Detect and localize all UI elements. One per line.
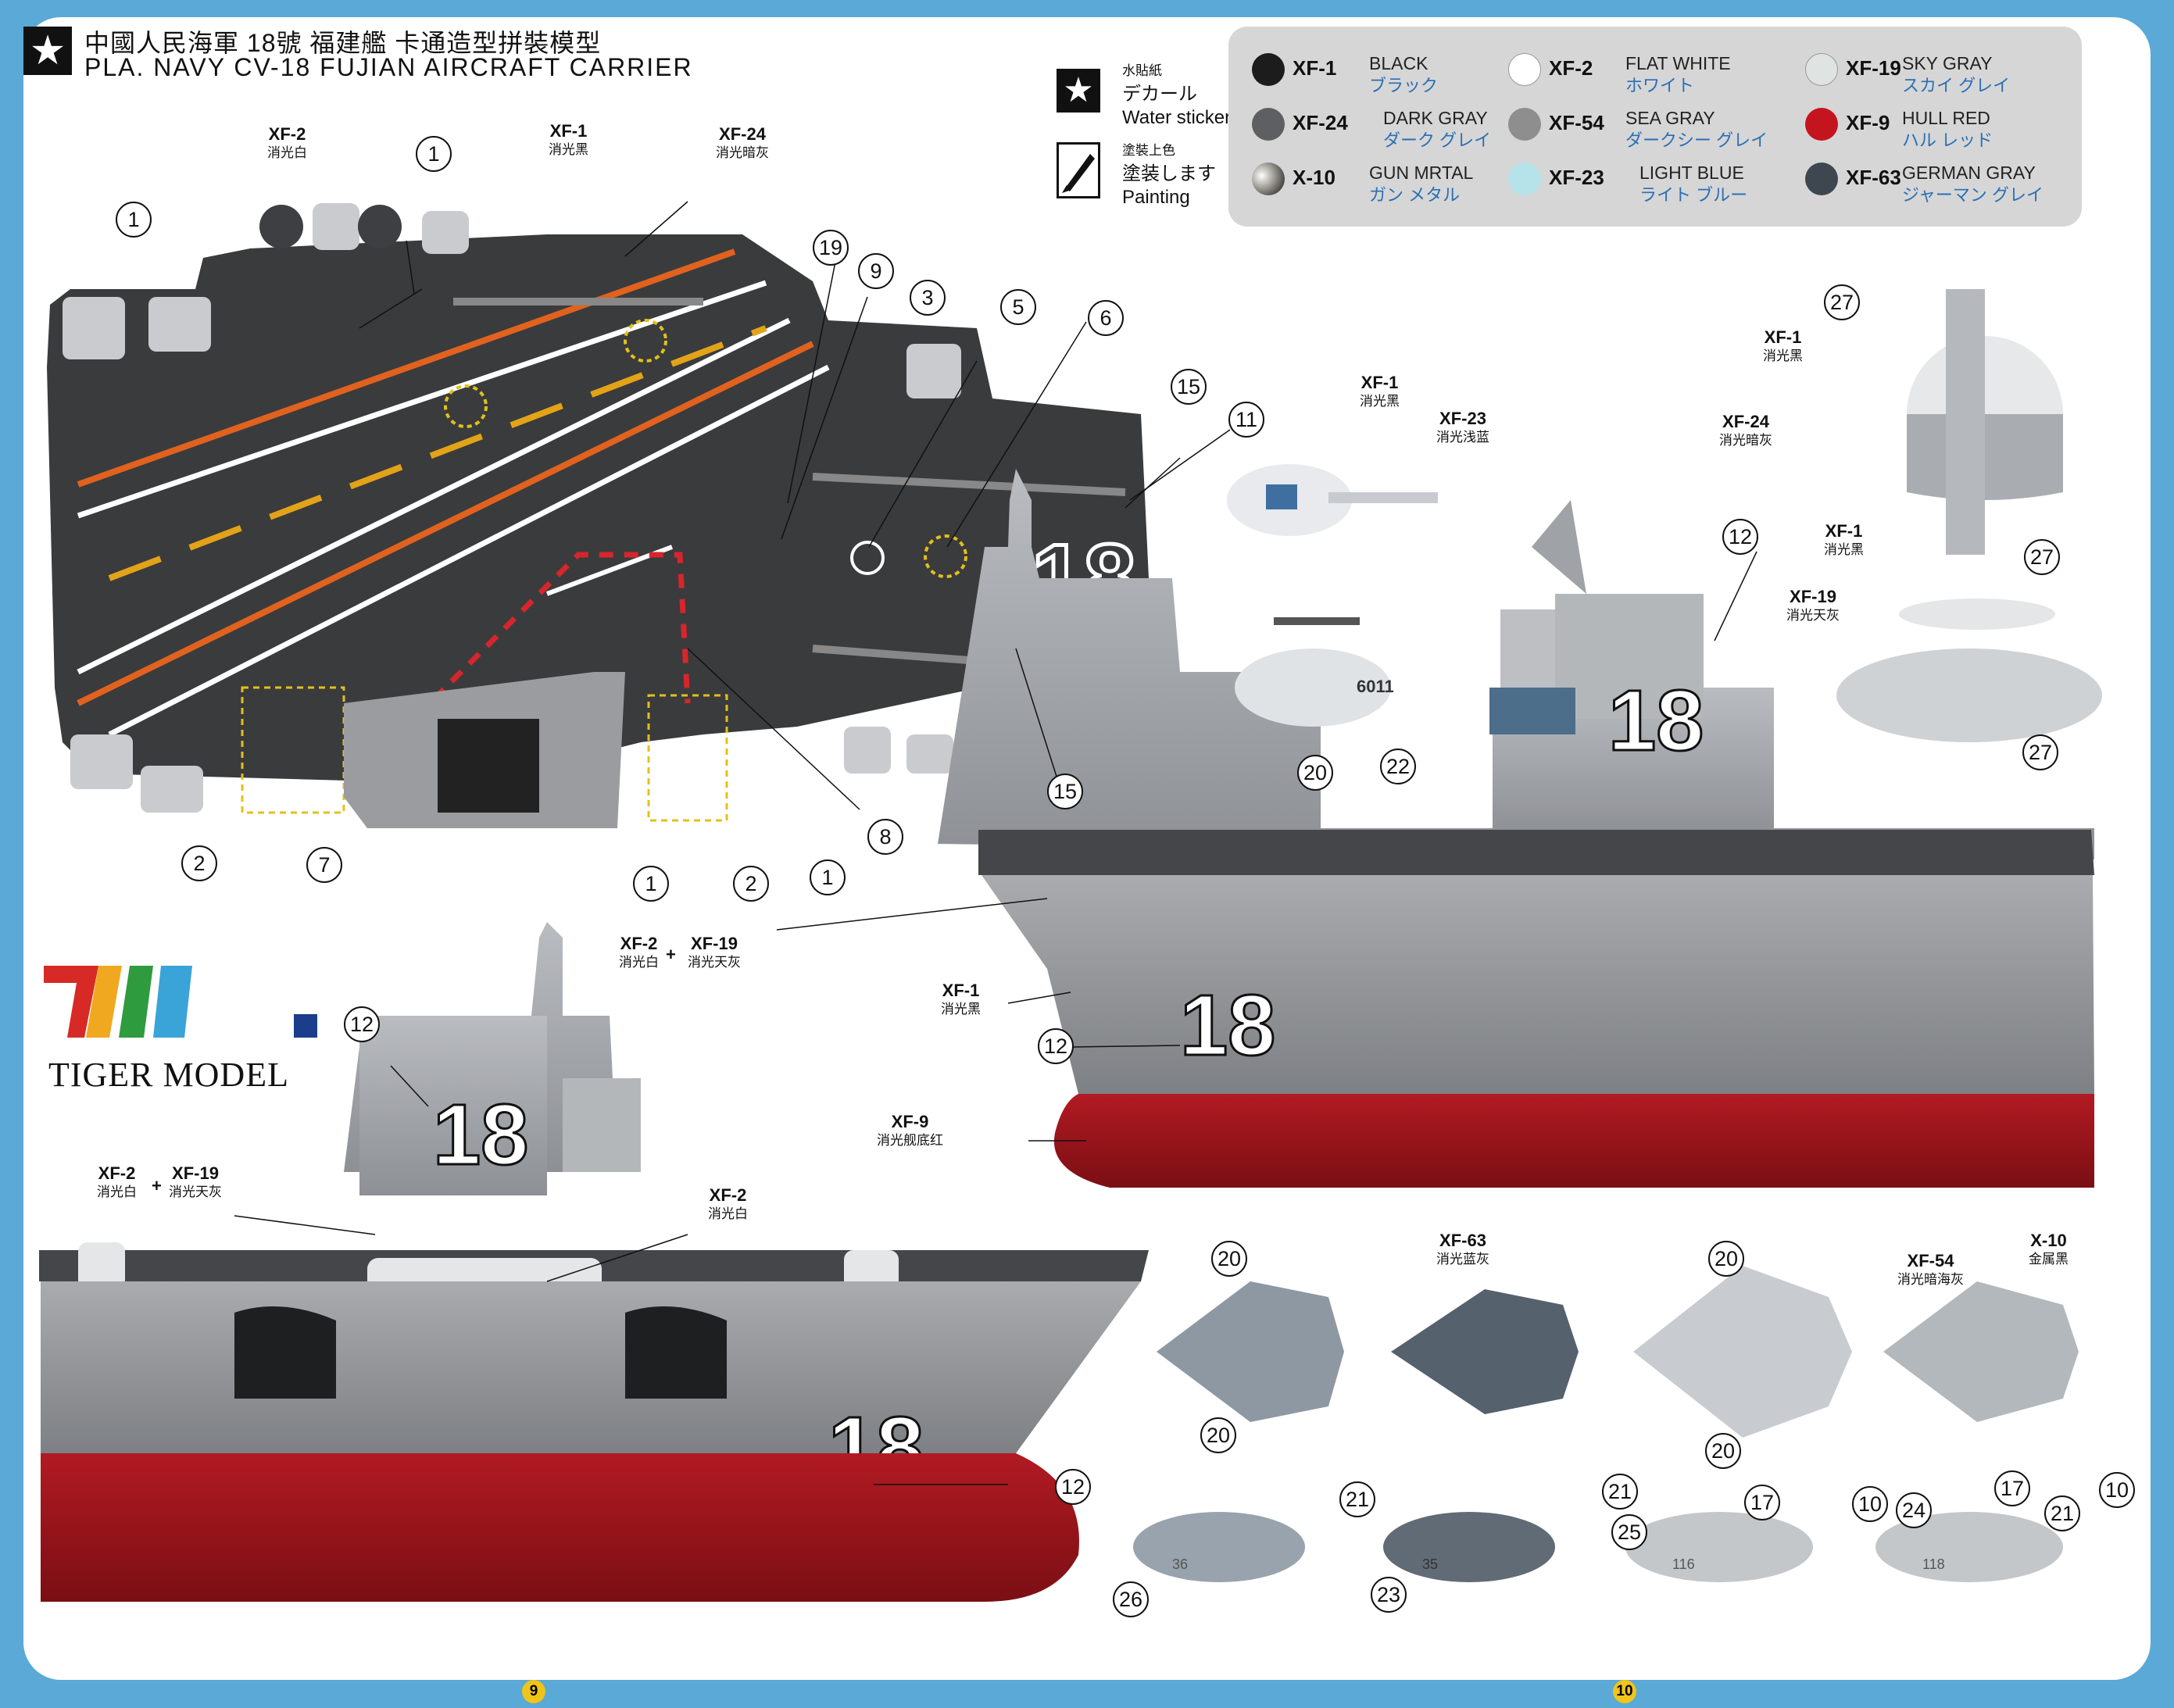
callout-21: 21 <box>1339 1481 1375 1517</box>
callout-10: 10 <box>1852 1486 1888 1522</box>
callout-10: 10 <box>2099 1472 2135 1508</box>
callout-12: 12 <box>1038 1028 1074 1064</box>
title-english: PLA. NAVY CV-18 FUJIAN AIRCRAFT CARRIER <box>84 53 693 81</box>
callout-6: 6 <box>1088 300 1124 336</box>
early-warning-plane-top <box>1907 289 2063 555</box>
callout-19: 19 <box>813 230 849 266</box>
callout-27: 27 <box>2024 539 2060 575</box>
callout-21: 21 <box>1602 1474 1638 1510</box>
star-icon: ★ <box>23 27 72 75</box>
callout-22: 22 <box>1380 749 1416 784</box>
callout-20: 20 <box>1297 755 1333 791</box>
painting-icon <box>1057 142 1100 198</box>
callout-26: 26 <box>1113 1581 1149 1617</box>
carrier-side-view-left: 18 18 <box>39 922 1149 1602</box>
callout-12: 12 <box>1722 519 1758 555</box>
callout-27: 27 <box>2022 734 2058 770</box>
jet-number-35: 35 <box>1422 1556 1438 1572</box>
hull-number-right: 18 <box>1180 977 1275 1074</box>
callout-17: 17 <box>1744 1485 1780 1520</box>
carrier-side-view-right: 18 18 <box>938 469 2094 1188</box>
callout-25: 25 <box>1611 1514 1647 1550</box>
callout-20: 20 <box>1211 1241 1247 1277</box>
callout-24: 24 <box>1896 1492 1932 1528</box>
callout-2: 2 <box>733 866 769 902</box>
jet-number-116: 116 <box>1672 1556 1695 1572</box>
jet-number-118: 118 <box>1922 1556 1945 1572</box>
callout-1: 1 <box>810 859 846 895</box>
water-sticker-icon: ★ <box>1057 69 1100 113</box>
jet-row-top <box>1157 1266 2079 1438</box>
callout-15: 15 <box>1171 369 1207 405</box>
plus-sign-1: + <box>666 945 676 964</box>
early-warning-plane-side <box>1836 599 2102 742</box>
callout-9: 9 <box>858 253 894 289</box>
callout-20: 20 <box>1708 1241 1744 1277</box>
callout-20: 20 <box>1200 1417 1236 1453</box>
heli-number: 6011 <box>1357 677 1394 696</box>
helicopter-1 <box>1227 464 1438 536</box>
callout-5: 5 <box>1000 289 1036 325</box>
jet-row-bottom: 36 35 116 118 <box>1133 1512 2063 1582</box>
callout-12: 12 <box>344 1006 380 1042</box>
callout-27: 27 <box>1824 284 1860 320</box>
callout-15: 15 <box>1047 774 1083 809</box>
page-number-right: 10 <box>1613 1680 1636 1703</box>
callout-7: 7 <box>306 847 342 883</box>
jet-number-36: 36 <box>1172 1556 1188 1572</box>
callout-11: 11 <box>1228 402 1264 438</box>
callout-2: 2 <box>181 845 217 881</box>
callout-1: 1 <box>633 866 669 902</box>
plus-sign-2: + <box>152 1176 162 1195</box>
page-number-left: 9 <box>522 1680 545 1703</box>
flight-deck-top-view: 18 <box>47 203 1149 828</box>
callout-8: 8 <box>867 819 903 855</box>
callout-1: 1 <box>116 202 152 238</box>
island-number-right: 18 <box>1608 673 1704 769</box>
brand-logo-text: TIGER MODEL <box>48 1056 289 1094</box>
island-number-left: 18 <box>433 1087 528 1183</box>
callout-23: 23 <box>1371 1577 1407 1613</box>
callout-20: 20 <box>1705 1433 1741 1469</box>
tiger-model-logo <box>44 966 317 1038</box>
title-chinese: 中國人民海軍 18號 福建艦 卡通造型拼裝模型 <box>84 29 602 57</box>
callout-21: 21 <box>2044 1495 2080 1531</box>
callout-1: 1 <box>416 136 452 172</box>
callout-12: 12 <box>1055 1469 1091 1505</box>
callout-3: 3 <box>910 280 946 316</box>
callout-17: 17 <box>1994 1470 2030 1506</box>
helicopter-2: 6011 <box>1235 617 1394 727</box>
